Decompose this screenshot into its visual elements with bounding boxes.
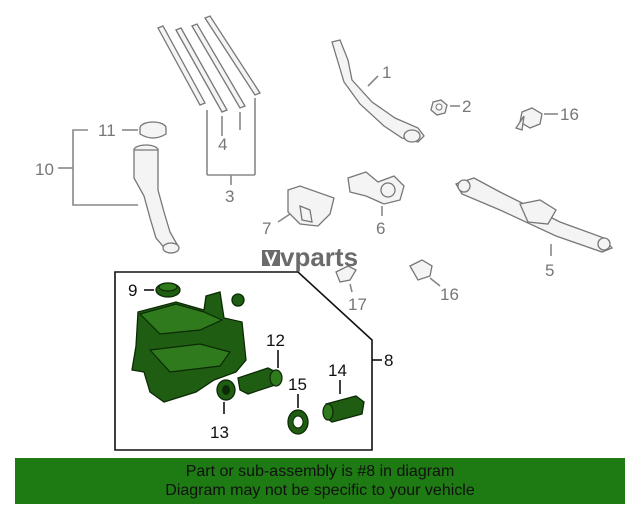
clip-bottom[interactable]: [409, 259, 433, 281]
callout-5[interactable]: 5: [545, 261, 554, 280]
washer-pump-12[interactable]: [237, 367, 283, 395]
callout-16-top[interactable]: 16: [560, 105, 579, 124]
callout-13[interactable]: 13: [210, 423, 229, 442]
info-banner: Part or sub-assembly is #8 in diagram Di…: [15, 458, 625, 504]
subassembly-frame: [114, 271, 373, 451]
vparts-logo-icon: [262, 250, 280, 268]
callout-1[interactable]: 1: [382, 63, 391, 82]
callout-15[interactable]: 15: [288, 375, 307, 394]
clip-17[interactable]: [335, 265, 357, 283]
grommet-small[interactable]: [231, 293, 245, 307]
callout-11[interactable]: 11: [98, 121, 116, 140]
callout-12[interactable]: 12: [266, 331, 285, 350]
pump-grommet-13[interactable]: [216, 379, 236, 401]
callout-6[interactable]: 6: [376, 219, 385, 238]
callout-14[interactable]: 14: [328, 361, 347, 380]
callout-7[interactable]: 7: [262, 219, 271, 238]
filler-cap[interactable]: [139, 121, 167, 139]
wiper-linkage[interactable]: [455, 177, 614, 253]
banner-line-2: Diagram may not be specific to your vehi…: [165, 482, 475, 499]
callout-4[interactable]: 4: [218, 135, 227, 154]
seal-15[interactable]: [287, 409, 309, 435]
callout-17[interactable]: 17: [348, 295, 367, 314]
wiper-blades[interactable]: [157, 15, 261, 113]
arm-nut[interactable]: [430, 99, 448, 116]
callout-10[interactable]: 10: [35, 160, 54, 179]
level-sensor-14[interactable]: [322, 395, 365, 423]
vparts-logo-text: vparts: [280, 242, 358, 272]
callout-16-bottom[interactable]: 16: [440, 285, 459, 304]
callout-8[interactable]: 8: [384, 351, 393, 370]
reservoir-cap-9[interactable]: [155, 282, 181, 298]
cowl-bracket[interactable]: [287, 185, 335, 227]
vparts-logo: vparts: [262, 242, 358, 272]
callout-9[interactable]: 9: [128, 281, 137, 300]
callout-3[interactable]: 3: [225, 187, 234, 206]
wiper-arm[interactable]: [331, 39, 425, 143]
filler-neck[interactable]: [133, 144, 180, 254]
wiper-motor[interactable]: [347, 171, 405, 205]
blade-leaders: [206, 98, 256, 185]
clip-top[interactable]: [514, 107, 543, 131]
banner-line-1: Part or sub-assembly is #8 in diagram: [185, 463, 455, 480]
callout-2[interactable]: 2: [462, 97, 471, 116]
washer-reservoir[interactable]: [131, 291, 247, 403]
